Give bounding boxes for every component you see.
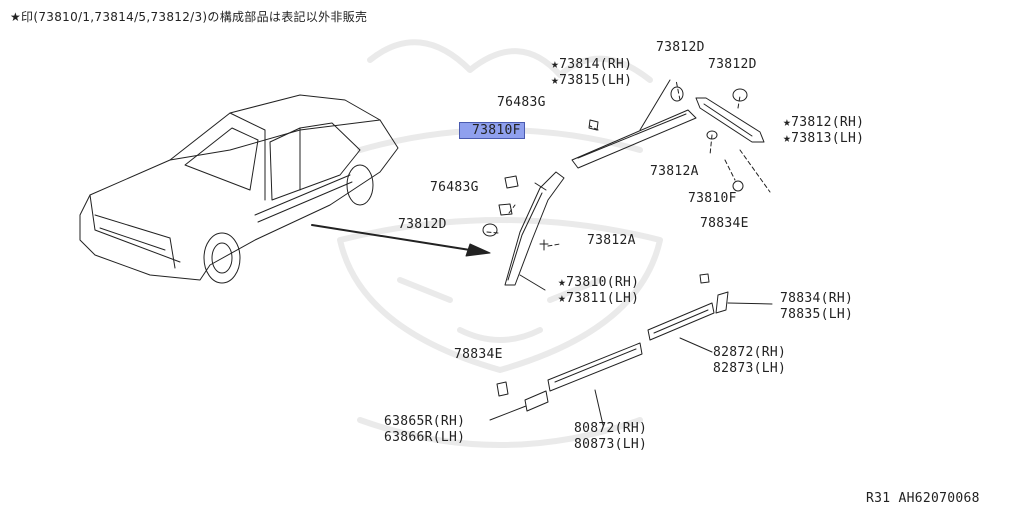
part-76483g-mid[interactable]: 76483G xyxy=(430,180,479,195)
part-63866r: 63866R(LH) xyxy=(384,430,466,445)
pointer-arrow xyxy=(311,224,491,257)
header-note: ★印(73810/1,73814/5,73812/3)の構成部品は表記以外非販売 xyxy=(10,10,368,24)
pillar-bracket xyxy=(695,97,765,143)
part-78834e-bottom[interactable]: 78834E xyxy=(454,347,503,362)
part-73812d-left[interactable]: 73812D xyxy=(398,217,447,232)
sash-moulding xyxy=(504,171,565,286)
part-73810f-highlighted[interactable]: 73810F xyxy=(459,122,525,139)
part-73812a-mid[interactable]: 73812A xyxy=(587,233,636,248)
samurai-helmet-logo xyxy=(337,39,663,448)
part-63865r: 63865R(RH) xyxy=(384,414,466,429)
part-73812d-right[interactable]: 73812D xyxy=(708,57,757,72)
roof-drip-moulding xyxy=(571,109,697,169)
label-73810-73811[interactable]: ★73810(RH) ★73811(LH) xyxy=(558,275,639,307)
part-78834e-top[interactable]: 78834E xyxy=(700,216,749,231)
part-73812: ★73812(RH) xyxy=(783,115,865,130)
part-73815: ★73815(LH) xyxy=(551,73,633,88)
part-73812d-top[interactable]: 73812D xyxy=(656,40,705,55)
part-73811: ★73811(LH) xyxy=(558,291,640,306)
label-78834-78835[interactable]: 78834(RH) 78835(LH) xyxy=(780,291,853,323)
clips xyxy=(482,86,748,251)
part-73814: ★73814(RH) xyxy=(551,57,633,72)
part-82873: 82873(LH) xyxy=(713,361,787,376)
label-82872-82873[interactable]: 82872(RH) 82873(LH) xyxy=(713,345,786,377)
part-73810f-right[interactable]: 73810F xyxy=(688,191,737,206)
label-leaders xyxy=(489,79,773,426)
diagram-reference: R31 AH62070068 xyxy=(866,491,980,506)
car-illustration xyxy=(79,94,399,284)
part-73812a-top[interactable]: 73812A xyxy=(650,164,699,179)
part-80872: 80872(RH) xyxy=(574,421,648,436)
label-80872-80873[interactable]: 80872(RH) 80873(LH) xyxy=(574,421,647,453)
part-82872: 82872(RH) xyxy=(713,345,787,360)
part-78834: 78834(RH) xyxy=(780,291,854,306)
part-78835: 78835(LH) xyxy=(780,307,854,322)
body-side-mouldings xyxy=(496,273,729,412)
label-73812-73813[interactable]: ★73812(RH) ★73813(LH) xyxy=(783,115,864,147)
part-73810: ★73810(RH) xyxy=(558,275,640,290)
part-73813: ★73813(LH) xyxy=(783,131,865,146)
part-76483g-top[interactable]: 76483G xyxy=(497,95,546,110)
label-73814-73815[interactable]: ★73814(RH) ★73815(LH) xyxy=(551,57,632,89)
label-63865r-63866r[interactable]: 63865R(RH) 63866R(LH) xyxy=(384,414,465,446)
part-80873: 80873(LH) xyxy=(574,437,648,452)
